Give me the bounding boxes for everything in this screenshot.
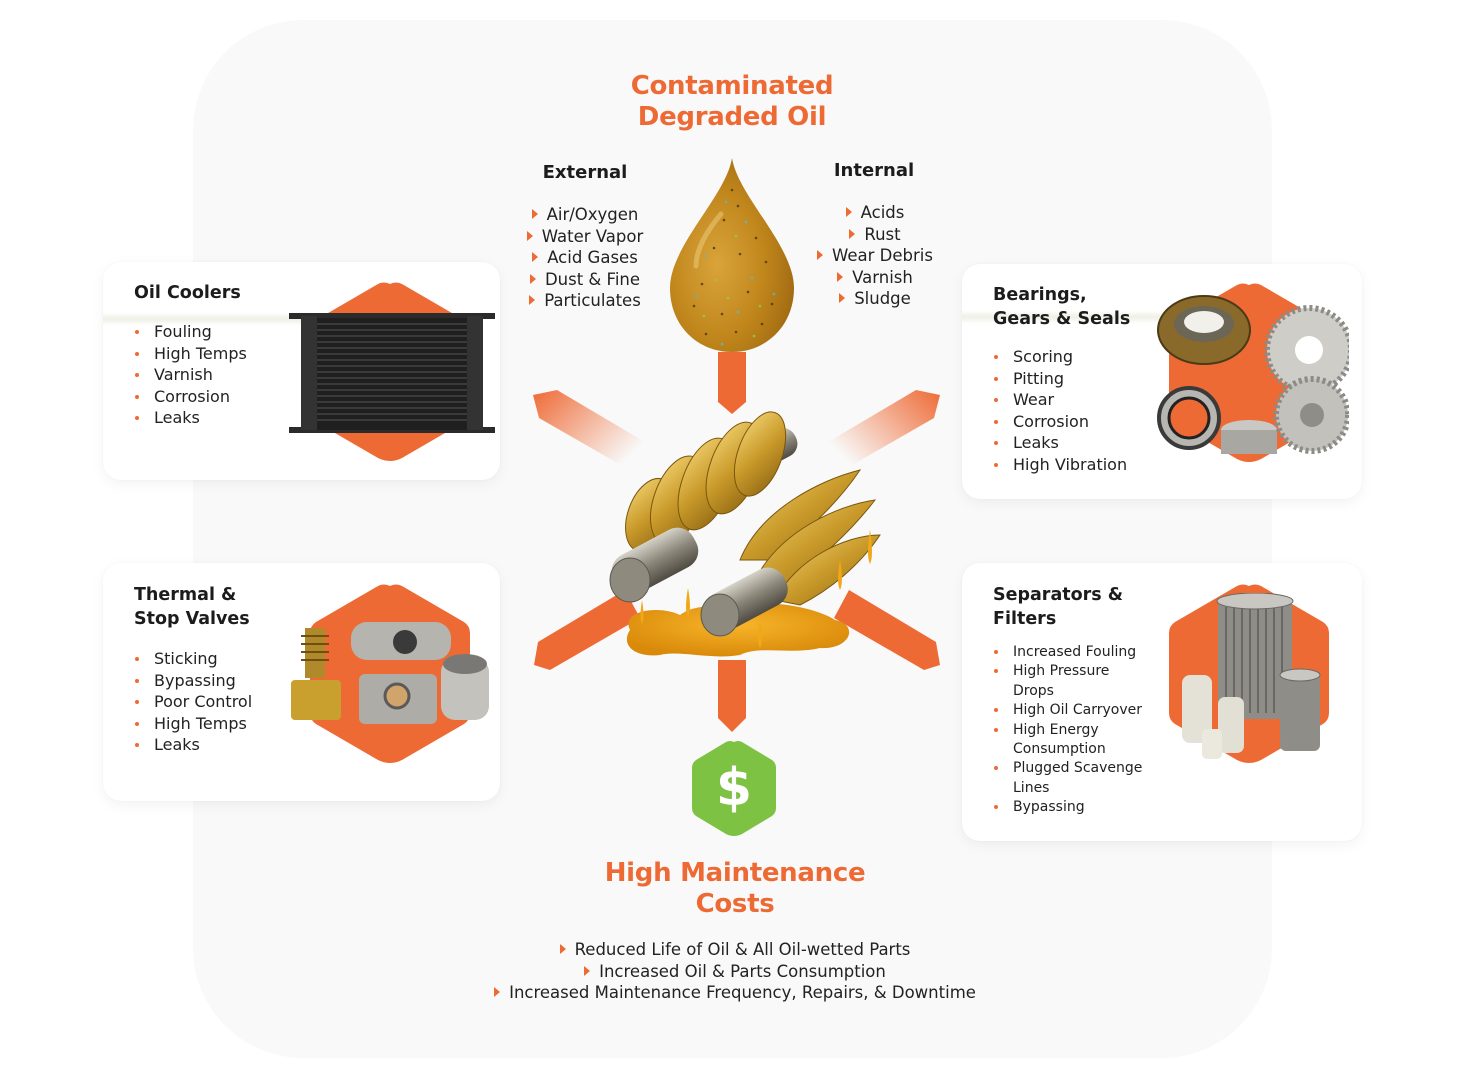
caret-right-icon (584, 965, 591, 976)
caret-right-icon (849, 228, 856, 239)
list-item: Sludge (800, 288, 950, 310)
arrow-down-to-cost-icon (716, 660, 748, 732)
caret-right-icon (529, 273, 536, 284)
list-item: Leaks (134, 734, 252, 756)
caret-right-icon (531, 209, 538, 219)
internal-heading: Internal (833, 160, 915, 181)
title-line-1: High Maintenance (604, 858, 866, 888)
bearings-gears-seals-image (1154, 290, 1354, 464)
arrow-up-left-icon (525, 380, 655, 480)
list-item: Leaks (993, 432, 1127, 454)
list-item: Acid Gases (500, 247, 670, 269)
arrow-up-right-icon (818, 380, 948, 480)
card-separators-filters: Separators & Filters Increased Fouling H… (962, 563, 1362, 841)
card-list: Fouling High Temps Varnish Corrosion Lea… (134, 321, 247, 429)
caret-right-icon (817, 250, 824, 261)
card-oil-coolers: Oil Coolers Fouling High Temps Varnish C… (103, 262, 500, 480)
dollar-icon: $ (715, 758, 753, 818)
list-item: High Vibration (993, 454, 1127, 476)
list-item: Reduced Life of Oil & All Oil-wetted Par… (470, 939, 1000, 961)
list-item: Varnish (800, 267, 950, 289)
card-title: Bearings, Gears & Seals (993, 285, 1131, 329)
list-item: Increased Fouling (993, 643, 1142, 662)
list-item: Fouling (134, 321, 247, 343)
list-item: Increased Maintenance Frequency, Repairs… (470, 982, 1000, 1004)
list-item: Wear Debris (800, 245, 950, 267)
caret-right-icon (526, 230, 533, 241)
list-item: Corrosion (993, 411, 1127, 433)
oil-drop-icon (666, 156, 798, 354)
list-item: Dust & Fine (500, 269, 670, 291)
list-item: Corrosion (134, 386, 247, 408)
caret-right-icon (559, 944, 566, 954)
list-item: Rust (800, 224, 950, 246)
oil-cooler-image (289, 310, 495, 440)
caret-right-icon (839, 293, 846, 304)
title-line-2: Degraded Oil (637, 102, 827, 132)
list-item: Wear (993, 389, 1127, 411)
high-maintenance-costs-title: High Maintenance Costs (560, 858, 910, 920)
list-item: Poor Control (134, 691, 252, 713)
list-item: High Temps (134, 713, 252, 735)
valves-image (287, 618, 497, 732)
caret-right-icon (837, 271, 844, 282)
list-item: Scoring (993, 346, 1127, 368)
list-item: Varnish (134, 364, 247, 386)
list-item: Bypassing (134, 670, 252, 692)
list-item: High Temps (134, 343, 247, 365)
caret-right-icon (845, 207, 852, 217)
list-item: Sticking (134, 648, 252, 670)
arrow-down-right-icon (834, 590, 944, 670)
arrow-down-left-icon (530, 590, 640, 670)
compressor-rotor-image (590, 410, 890, 670)
external-heading: External (542, 162, 628, 183)
card-title: Thermal & Stop Valves (134, 585, 250, 629)
separators-filters-image (1182, 592, 1332, 767)
internal-list: Acids Rust Wear Debris Varnish Sludge (800, 202, 950, 310)
external-list: Air/Oxygen Water Vapor Acid Gases Dust &… (500, 204, 670, 312)
title-line-1: Contaminated (630, 71, 834, 101)
contaminated-oil-title: Contaminated Degraded Oil (582, 71, 882, 133)
card-list: Scoring Pitting Wear Corrosion Leaks Hig… (993, 346, 1127, 476)
list-item: Acids (800, 202, 950, 224)
costs-list: Reduced Life of Oil & All Oil-wetted Par… (470, 939, 1000, 1004)
caret-right-icon (529, 295, 536, 306)
card-bearings-gears-seals: Bearings, Gears & Seals Scoring Pitting … (962, 264, 1362, 499)
arrow-down-from-drop-icon (716, 352, 748, 414)
card-title: Oil Coolers (134, 283, 241, 303)
card-list: Sticking Bypassing Poor Control High Tem… (134, 648, 252, 756)
card-title: Separators & Filters (993, 585, 1124, 629)
list-item: Bypassing (993, 798, 1142, 817)
card-thermal-stop-valves: Thermal & Stop Valves Sticking Bypassing… (103, 563, 500, 801)
title-line-2: Costs (695, 889, 775, 919)
list-item: Increased Oil & Parts Consumption (470, 961, 1000, 983)
list-item: Air/Oxygen (500, 204, 670, 226)
list-item: Particulates (500, 290, 670, 312)
caret-right-icon (532, 252, 539, 263)
list-item: High Oil Carryover (993, 701, 1142, 720)
list-item: Leaks (134, 407, 247, 429)
caret-right-icon (494, 987, 501, 998)
dollar-cost-icon: $ (690, 740, 778, 836)
list-item: Pitting (993, 368, 1127, 390)
list-item: Water Vapor (500, 226, 670, 248)
